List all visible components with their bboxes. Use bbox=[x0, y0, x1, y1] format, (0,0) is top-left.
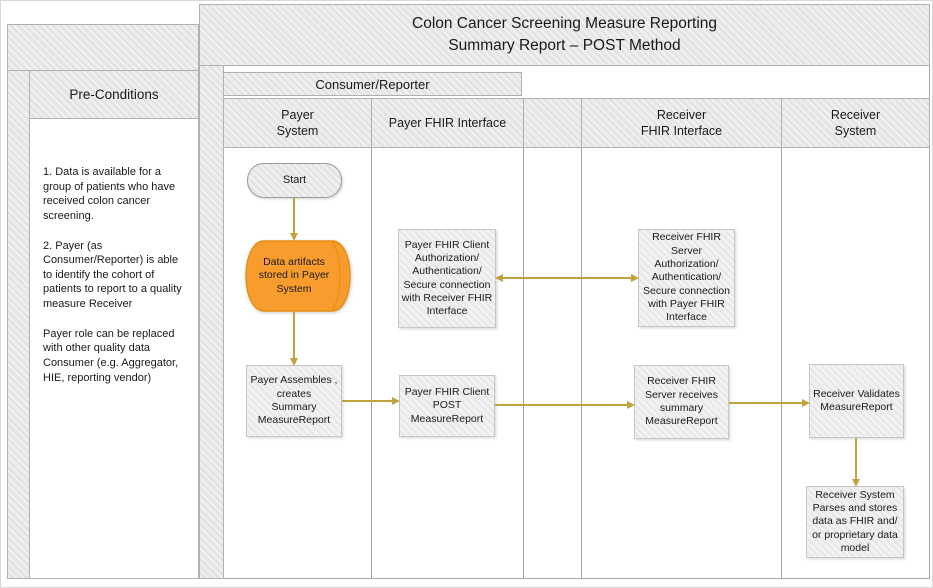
flow-post-to-receives bbox=[495, 400, 635, 409]
process-label: Receiver Validates MeasureReport bbox=[813, 387, 900, 413]
diagram-title-bar: Colon Cancer Screening Measure Reporting… bbox=[199, 4, 930, 66]
lane-header-receiver-fhir-interface: Receiver FHIR Interface bbox=[581, 98, 782, 148]
lane-divider bbox=[371, 148, 372, 579]
arrowhead-right-icon bbox=[627, 400, 635, 409]
process-label: Receiver System Parses and stores data a… bbox=[812, 488, 898, 554]
flow-authorization-bidirectional bbox=[495, 273, 639, 282]
lane-divider bbox=[523, 148, 524, 579]
arrowhead-right-icon bbox=[631, 273, 639, 282]
preconditions-lane-title: Pre-Conditions bbox=[69, 87, 159, 102]
preconditions-lane-body: 1. Data is available for a group of pati… bbox=[29, 118, 199, 579]
lane-label: Receiver FHIR Interface bbox=[640, 107, 723, 138]
arrowhead-right-icon bbox=[802, 398, 810, 407]
process-payer-fhir-authorization: Payer FHIR Client Authorization/ Authent… bbox=[398, 229, 496, 328]
process-label: Payer FHIR Client Authorization/ Authent… bbox=[401, 238, 493, 318]
main-pool-side-band bbox=[199, 65, 224, 579]
process-label: Receiver FHIR Server Authorization/ Auth… bbox=[643, 231, 730, 324]
arrowhead-down-icon bbox=[289, 233, 298, 241]
process-payer-assembles-measurereport: Payer Assembles , creates Summary Measur… bbox=[246, 365, 342, 437]
lane-divider bbox=[581, 148, 582, 579]
arrowhead-right-icon bbox=[392, 396, 400, 405]
lane-header-payer-system: Payer System bbox=[223, 98, 372, 148]
flow-receives-to-validates bbox=[729, 398, 810, 407]
arrowhead-left-icon bbox=[495, 273, 503, 282]
process-receiver-fhir-authorization: Receiver FHIR Server Authorization/ Auth… bbox=[638, 229, 735, 327]
datastore-cylinder-icon bbox=[245, 240, 351, 312]
process-label: Payer Assembles , creates Summary Measur… bbox=[250, 374, 338, 427]
datastore-label: Data artifacts stored in Payer System bbox=[258, 255, 330, 295]
lane-header-receiver-system: Receiver System bbox=[781, 98, 930, 148]
start-node: Start bbox=[247, 163, 342, 198]
lane-header-spacer bbox=[523, 98, 582, 148]
process-receiver-validates-measurereport: Receiver Validates MeasureReport bbox=[809, 364, 904, 438]
consumer-reporter-group-header: Consumer/Reporter bbox=[223, 72, 522, 96]
flow-start-to-datastore bbox=[289, 198, 298, 241]
lane-label: Payer FHIR Interface bbox=[388, 115, 507, 130]
lane-label: Payer System bbox=[276, 107, 319, 138]
start-label: Start bbox=[282, 173, 307, 186]
preconditions-lane-header: Pre-Conditions bbox=[29, 70, 199, 119]
flow-validates-to-parses bbox=[851, 438, 860, 487]
arrowhead-down-icon bbox=[289, 358, 298, 366]
precondition-paragraph: 1. Data is available for a group of pati… bbox=[43, 166, 176, 222]
arrowhead-down-icon bbox=[851, 479, 860, 487]
precondition-paragraph: 2. Payer (as Consumer/Reporter) is able … bbox=[43, 239, 182, 311]
precondition-paragraph: Payer role can be replaced with other qu… bbox=[43, 327, 179, 384]
lane-label: Receiver System bbox=[830, 107, 881, 138]
consumer-reporter-label: Consumer/Reporter bbox=[315, 76, 430, 92]
flow-datastore-to-assembles bbox=[289, 312, 298, 366]
datastore-node: Data artifacts stored in Payer System bbox=[244, 240, 352, 312]
process-receiver-parses-stores: Receiver System Parses and stores data a… bbox=[806, 486, 904, 558]
process-label: Receiver FHIR Server receives summary Me… bbox=[645, 375, 718, 428]
flow-assembles-to-post bbox=[342, 396, 400, 405]
lane-divider bbox=[781, 148, 782, 579]
process-receiver-receives-measurereport: Receiver FHIR Server receives summary Me… bbox=[634, 365, 729, 439]
process-label: Payer FHIR Client POST MeasureReport bbox=[404, 386, 490, 425]
process-payer-post-measurereport: Payer FHIR Client POST MeasureReport bbox=[399, 375, 495, 437]
preconditions-pool-side-band bbox=[7, 70, 30, 579]
lane-header-payer-fhir-interface: Payer FHIR Interface bbox=[371, 98, 524, 148]
preconditions-pool-top-band bbox=[7, 24, 199, 71]
diagram-title: Colon Cancer Screening Measure Reporting… bbox=[412, 14, 717, 54]
